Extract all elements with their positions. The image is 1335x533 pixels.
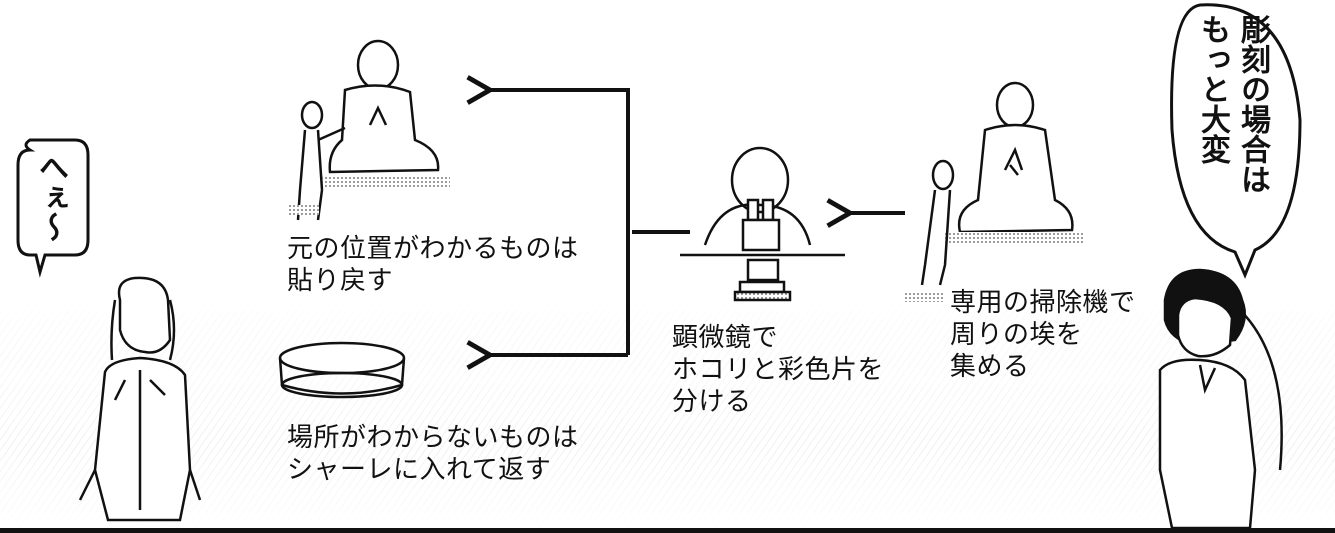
petri-dish bbox=[278, 341, 406, 399]
speech-right: 彫刻の場合は もっと大変 bbox=[1180, 14, 1290, 244]
woman-left-figure bbox=[78, 276, 202, 522]
microscope-scene bbox=[680, 146, 845, 302]
woman-right-figure bbox=[1158, 268, 1283, 530]
statue-with-vacuum bbox=[905, 81, 1085, 302]
step-reattach-caption: 元の位置がわかるものは 貼り戻す bbox=[287, 234, 579, 296]
speech-right-col1: 彫刻の場合は bbox=[1235, 14, 1270, 194]
statue-reattach bbox=[287, 39, 450, 221]
left-speech-bubble bbox=[16, 138, 90, 278]
flow-arrows bbox=[466, 75, 905, 370]
speech-right-col2: もっと大変 bbox=[1195, 14, 1230, 164]
step-petri-caption: 場所がわからないものは シャーレに入れて返す bbox=[287, 423, 579, 485]
panel-bottom-border bbox=[0, 528, 1335, 533]
step-microscope-caption: 顕微鏡で ホコリと彩色片を 分ける bbox=[672, 323, 885, 417]
ground-texture bbox=[0, 300, 1335, 533]
right-speech-bubble bbox=[1170, 3, 1302, 279]
step-collect-caption: 専用の掃除機で 周りの埃を 集める bbox=[950, 288, 1136, 382]
speech-left: へぇ〜 bbox=[33, 152, 68, 242]
